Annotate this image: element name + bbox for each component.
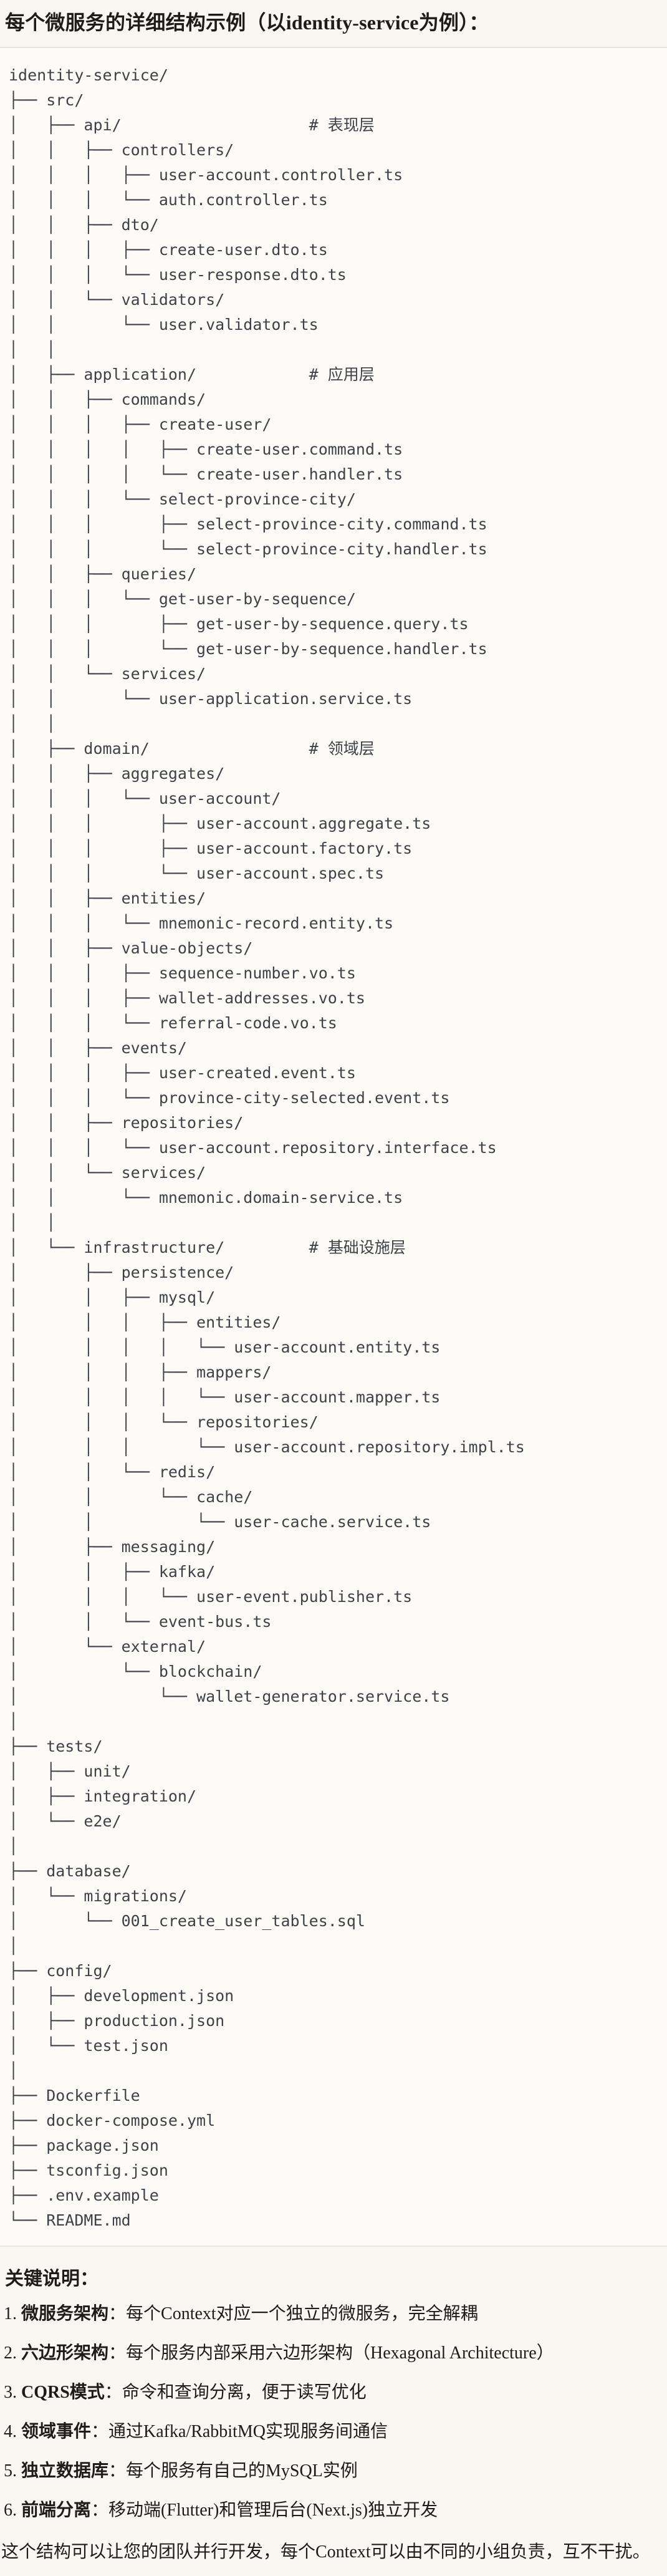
notes-heading: 关键说明： (5, 2268, 98, 2289)
note-item-text: ：命令和查询分离，便于读写优化 (104, 2382, 367, 2402)
note-item-label: 领域事件 (21, 2421, 92, 2441)
note-item-label: 微服务架构 (21, 2303, 109, 2323)
note-item: 2.六边形架构：每个服务内部采用六边形架构（Hexagonal Architec… (4, 2342, 667, 2365)
file-tree-code-block: identity-service/ ├── src/ │ ├── api/ # … (0, 46, 667, 2247)
note-item-label: 独立数据库 (21, 2461, 109, 2481)
note-item-number: 4. (4, 2421, 17, 2441)
note-item-number: 3. (4, 2382, 17, 2402)
note-item-text: ：每个Context对应一个独立的微服务，完全解耦 (108, 2303, 478, 2323)
notes-section: 关键说明： 1.微服务架构：每个Context对应一个独立的微服务，完全解耦 2… (0, 2263, 667, 2575)
note-item-number: 5. (4, 2461, 17, 2481)
note-item-number: 6. (4, 2500, 17, 2520)
note-item-label: CQRS模式 (21, 2382, 105, 2402)
note-item: 4.领域事件：通过Kafka/RabbitMQ实现服务间通信 (4, 2421, 667, 2443)
note-item: 6.前端分离：移动端(Flutter)和管理后台(Next.js)独立开发 (4, 2499, 667, 2522)
footer-paragraph: 这个结构可以让您的团队并行开发，每个Context可以由不同的小组负责，互不干扰… (1, 2542, 650, 2562)
note-item-label: 前端分离 (21, 2500, 92, 2520)
note-item-number: 1. (4, 2303, 17, 2323)
note-item-text: ：每个服务内部采用六边形架构（Hexagonal Architecture） (108, 2343, 554, 2363)
note-item: 3.CQRS模式：命令和查询分离，便于读写优化 (4, 2381, 667, 2404)
note-item-number: 2. (4, 2343, 17, 2363)
note-item-text: ：每个服务有自己的MySQL实例 (108, 2461, 358, 2481)
page: { "colors": { "page_bg": "#f9f7f2", "cod… (0, 9, 667, 2576)
note-item: 1.微服务架构：每个Context对应一个独立的微服务，完全解耦 (4, 2303, 667, 2325)
notes-list: 1.微服务架构：每个Context对应一个独立的微服务，完全解耦 2.六边形架构… (0, 2303, 667, 2522)
note-item-text: ：通过Kafka/RabbitMQ实现服务间通信 (91, 2421, 388, 2441)
note-item: 5.独立数据库：每个服务有自己的MySQL实例 (4, 2460, 667, 2482)
note-item-text: ：移动端(Flutter)和管理后台(Next.js)独立开发 (91, 2500, 438, 2520)
note-item-label: 六边形架构 (21, 2343, 109, 2363)
page-title: 每个微服务的详细结构示例（以identity-service为例）： (5, 11, 489, 34)
